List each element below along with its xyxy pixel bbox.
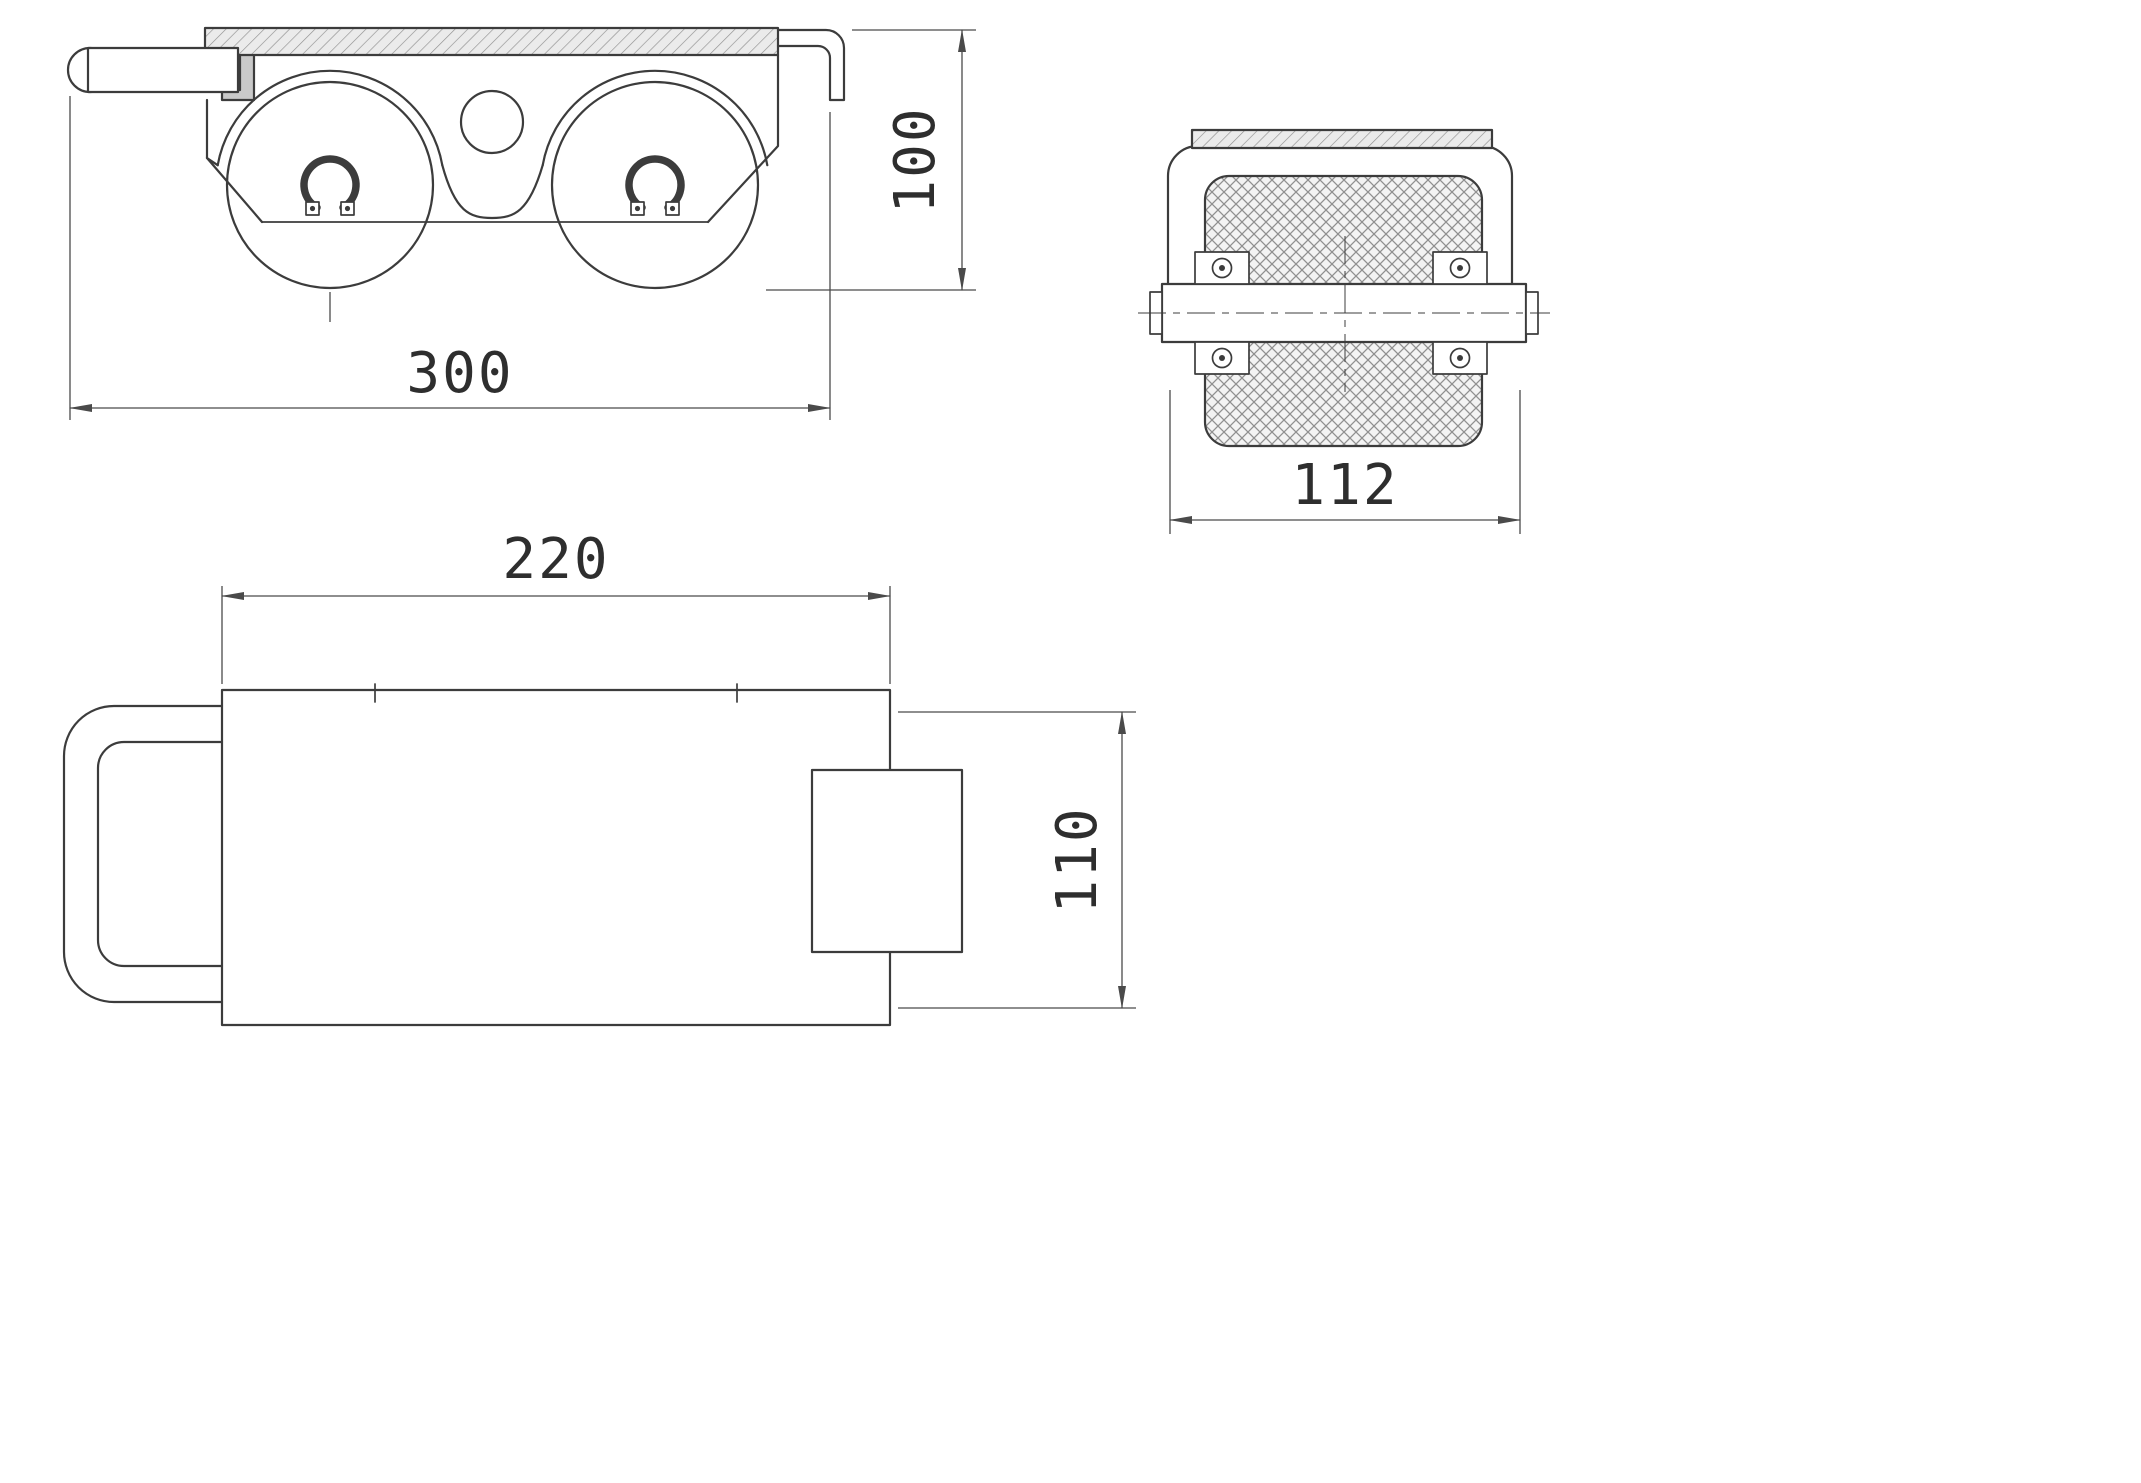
handle-loop-inner: [96, 740, 224, 968]
dimension-label-width: 300: [406, 341, 513, 406]
handle-bar: [86, 46, 240, 94]
body-left-edge: [205, 98, 219, 167]
body-right-edge: [706, 53, 780, 224]
plan-height-dimension: 110: [898, 711, 1136, 1009]
front-view: [66, 26, 846, 322]
dimension-label-plan-height: 110: [1045, 806, 1110, 913]
plan-view: [62, 683, 964, 1027]
dimension-label-height: 100: [883, 106, 948, 213]
bearing-bottom-left: [1194, 341, 1250, 375]
tow-hook: [776, 28, 846, 102]
end-width-dimension: 112: [1169, 390, 1521, 534]
circlip-right: [629, 159, 681, 215]
bearing-bottom-right: [1432, 341, 1488, 375]
front-width-dimension: 300: [69, 96, 831, 420]
lifting-hole: [459, 89, 525, 155]
wheel-left: [225, 80, 435, 290]
end-view: [1138, 128, 1550, 448]
body-left-chamfer: [205, 156, 264, 224]
top-plate-hatched-end: [1190, 128, 1494, 150]
wheel-arch-left: [216, 69, 444, 167]
wheel-arch-right: [541, 69, 769, 167]
body-saddle: [441, 164, 544, 220]
bearing-top-left: [1194, 251, 1250, 285]
plan-width-dimension: 220: [221, 527, 891, 684]
circlip-left: [304, 159, 356, 215]
wheel-right: [550, 80, 760, 290]
bearing-top-right: [1432, 251, 1488, 285]
body-plan-outline: [220, 688, 892, 1027]
front-height-dimension: 100: [766, 29, 976, 291]
hook-plate-plan: [810, 768, 964, 954]
dimension-label-plan-width: 220: [502, 527, 609, 592]
dimension-label-end-width: 112: [1291, 453, 1398, 518]
handle-loop-outer: [62, 704, 224, 1004]
top-plate-hatched: [203, 26, 780, 57]
